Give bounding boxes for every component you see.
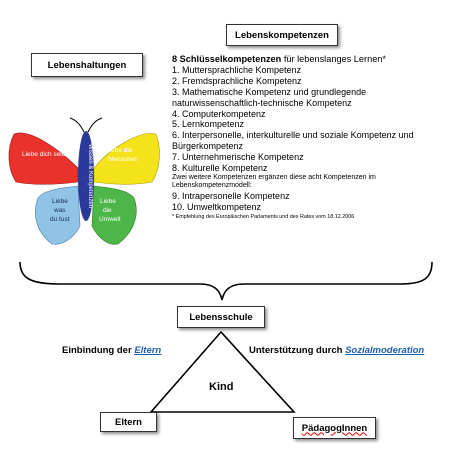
lebensschule-label: Lebensschule [189, 311, 253, 323]
eltern-involvement-prefix: Einbindung der [62, 345, 135, 356]
eltern-link[interactable]: Eltern [134, 345, 162, 356]
wing-label-top-right-2: Menschen [108, 156, 138, 163]
competence-heading: 8 Schlüsselkompetenzen für lebenslanges … [172, 54, 442, 65]
butterfly-wing-bottom-left [35, 185, 81, 245]
lebenshaltungen-box: Lebenshaltungen [31, 53, 143, 77]
wing-label-bottom-right-2: die [103, 207, 112, 214]
competence-item: 7. Unternehmerische Kompetenz [172, 152, 304, 163]
butterfly-wing-top-right [93, 133, 160, 185]
competence-heading-rest: für lebenslanges Lernen* [281, 54, 386, 64]
lebenshaltungen-label: Lebenshaltungen [47, 59, 127, 71]
extra-competence-item: 9. Intrapersonelle Kompetenz [172, 190, 290, 201]
paedagogen-box: PädagogInnen [293, 417, 376, 439]
butterfly-wing-top-left [8, 132, 79, 185]
lebenskompetenzen-box: Lebenskompetenzen [226, 24, 338, 46]
sozialmoderation-caption: Unterstützung durch Sozialmoderation [249, 345, 424, 356]
competence-item: 4. Computerkompetenz [172, 108, 266, 119]
extra-competence-note: Zwei weitere Kompetenzen ergänzen diese … [172, 173, 376, 190]
wing-label-bottom-left-3: du tust [50, 216, 70, 223]
competence-item: 8. Kulturelle Kompetenz [172, 163, 268, 174]
lebenskompetenzen-label: Lebenskompetenzen [235, 29, 329, 41]
butterfly-antenna-right [87, 117, 103, 133]
competence-item: 2. Fremdsprachliche Kompetenz [172, 75, 302, 86]
competence-item: 3. Mathematische Kompetenz und grundlege… [172, 86, 367, 108]
extra-competence-item: 10. Umweltkompetenz [172, 201, 262, 212]
competence-footnote: * Empfehlung des Europäischen Parlaments… [172, 213, 355, 220]
butterfly-wing-bottom-right [91, 185, 137, 245]
kind-triangle [149, 330, 296, 413]
butterfly-body-label: Wissen & Kompetenzen [87, 144, 93, 208]
lebensschule-box: Lebensschule [177, 306, 265, 328]
competence-item: 6. Interpersonelle, interkulturelle und … [172, 130, 414, 152]
butterfly-graphic: Liebe dich selbst Liebe die Menschen Lie… [8, 117, 160, 245]
curly-brace [19, 261, 433, 301]
competence-item: 1. Muttersprachliche Kompetenz [172, 64, 302, 75]
wing-label-top-left: Liebe dich selbst [22, 151, 71, 158]
competence-list: 8 Schlüsselkompetenzen für lebenslanges … [172, 54, 442, 221]
wing-label-bottom-right-3: Umwelt [99, 216, 121, 223]
wing-label-bottom-left-2: was [53, 207, 66, 214]
eltern-involvement-caption: Einbindung der Eltern [62, 345, 161, 356]
wing-label-bottom-left-1: Liebe [52, 198, 68, 205]
sozialmoderation-prefix: Unterstützung durch [249, 345, 346, 356]
paedagogen-label: PädagogInnen [301, 422, 368, 434]
butterfly-body [78, 131, 94, 221]
competence-item: 5. Lernkompetenz [172, 119, 245, 130]
kind-label: Kind [209, 381, 234, 393]
wing-label-top-right-1: Liebe die [106, 147, 133, 154]
eltern-label: Eltern [115, 416, 142, 428]
competence-heading-bold: 8 Schlüsselkompetenzen [172, 54, 282, 64]
eltern-box: Eltern [100, 412, 157, 432]
sozialmoderation-link[interactable]: Sozialmoderation [345, 345, 425, 356]
wing-label-bottom-right-1: Liebe [100, 198, 116, 205]
butterfly-antenna-left [69, 117, 85, 133]
